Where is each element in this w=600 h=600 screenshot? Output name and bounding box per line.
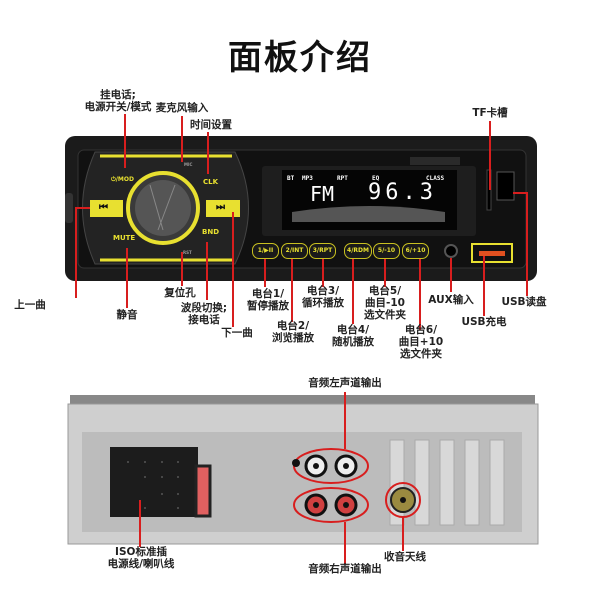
label-next: 下一曲	[221, 327, 253, 339]
usb-port	[496, 171, 515, 201]
label-line: 电源线/喇叭线	[107, 558, 175, 570]
mic-hole: MIC	[184, 162, 193, 167]
label-preset-1: 电台1/暂停播放	[247, 288, 289, 312]
label-line: 曲目+10	[398, 336, 444, 348]
iso-connector	[110, 447, 198, 517]
preset-6[interactable]: 6/+10	[402, 243, 429, 259]
lcd-rpt: RPT	[337, 175, 348, 182]
clk-button[interactable]: CLK	[203, 178, 219, 186]
label-antenna: 收音天线	[384, 551, 426, 563]
lcd-frequency: 96.3	[368, 180, 437, 205]
preset-5[interactable]: 5/-10	[373, 243, 400, 259]
leader-lines	[75, 114, 528, 564]
preset-2[interactable]: 2/INT	[281, 243, 308, 259]
label-line: 浏览播放	[272, 332, 314, 344]
reset-hole[interactable]: RST	[183, 250, 192, 255]
label-line: 电台3/	[306, 285, 340, 297]
label-clock: 时间设置	[190, 119, 232, 131]
label-usb-charge: USB充电	[461, 316, 507, 328]
label-aux: AUX输入	[428, 294, 474, 306]
label-line: 选文件夹	[399, 348, 442, 360]
bnd-button[interactable]: BND	[202, 228, 220, 236]
label-line: 电台6/	[404, 324, 438, 336]
mod-button[interactable]: ⏻/MOD	[111, 176, 134, 183]
label-power: 挂电话;电源开关/模式	[85, 89, 152, 113]
label-mute: 静音	[116, 309, 138, 321]
prev-button	[90, 200, 123, 217]
label-left-out: 音频左声道输出	[308, 377, 382, 389]
label-mic: 麦克风输入	[155, 102, 209, 114]
prev-icon: ⏮	[99, 202, 108, 213]
label-band: 波段切换;接电话	[181, 302, 227, 326]
label-tf: TF卡槽	[472, 107, 508, 119]
label-preset-2: 电台2/浏览播放	[272, 320, 314, 344]
label-iso: ISO标准插电源线/喇叭线	[108, 546, 175, 570]
label-band-line-2: 接电话	[188, 314, 220, 326]
label-line: ISO标准插	[115, 546, 167, 558]
label-line: 暂停播放	[247, 300, 289, 312]
label-preset-4: 电台4/随机播放	[332, 324, 374, 348]
label-usb-read: USB读盘	[501, 296, 547, 308]
page-title: 面板介绍	[228, 38, 372, 78]
lcd-class: CLASS	[426, 175, 445, 182]
preset-4[interactable]: 4/RDM	[344, 243, 372, 259]
label-line: 电台1/	[251, 288, 285, 300]
mute-button[interactable]: MUTE	[113, 234, 136, 242]
label-power-line-2: 电源开关/模式	[84, 101, 152, 113]
label-line: 曲目-10	[365, 297, 405, 309]
lcd-bt: BT	[287, 175, 295, 182]
next-icon: ⏭	[216, 202, 225, 213]
label-preset-3: 电台3/循环播放	[302, 285, 344, 309]
label-reset: 复位孔	[164, 287, 196, 299]
lcd-mp3: MP3	[302, 175, 313, 182]
lcd-band: FM	[310, 182, 335, 206]
preset-3[interactable]: 3/RPT	[309, 243, 336, 259]
next-button	[206, 200, 240, 217]
label-power-line-1: 挂电话;	[100, 89, 136, 101]
label-line: 电台4/	[336, 324, 370, 336]
label-line: 随机播放	[332, 336, 374, 348]
label-line: 电台2/	[276, 320, 310, 332]
label-right-out: 音频右声道输出	[308, 563, 382, 575]
label-band-line-1: 波段切换;	[180, 302, 228, 314]
fuse	[194, 464, 212, 518]
label-line: 选文件夹	[364, 309, 406, 321]
aux-jack	[444, 244, 458, 258]
label-line: 电台5/	[368, 285, 402, 297]
preset-1[interactable]: 1/▶II	[252, 243, 279, 259]
label-prev: 上一曲	[14, 299, 46, 311]
lcd-eq: EQ	[372, 175, 380, 182]
label-line: 循环播放	[302, 297, 344, 309]
